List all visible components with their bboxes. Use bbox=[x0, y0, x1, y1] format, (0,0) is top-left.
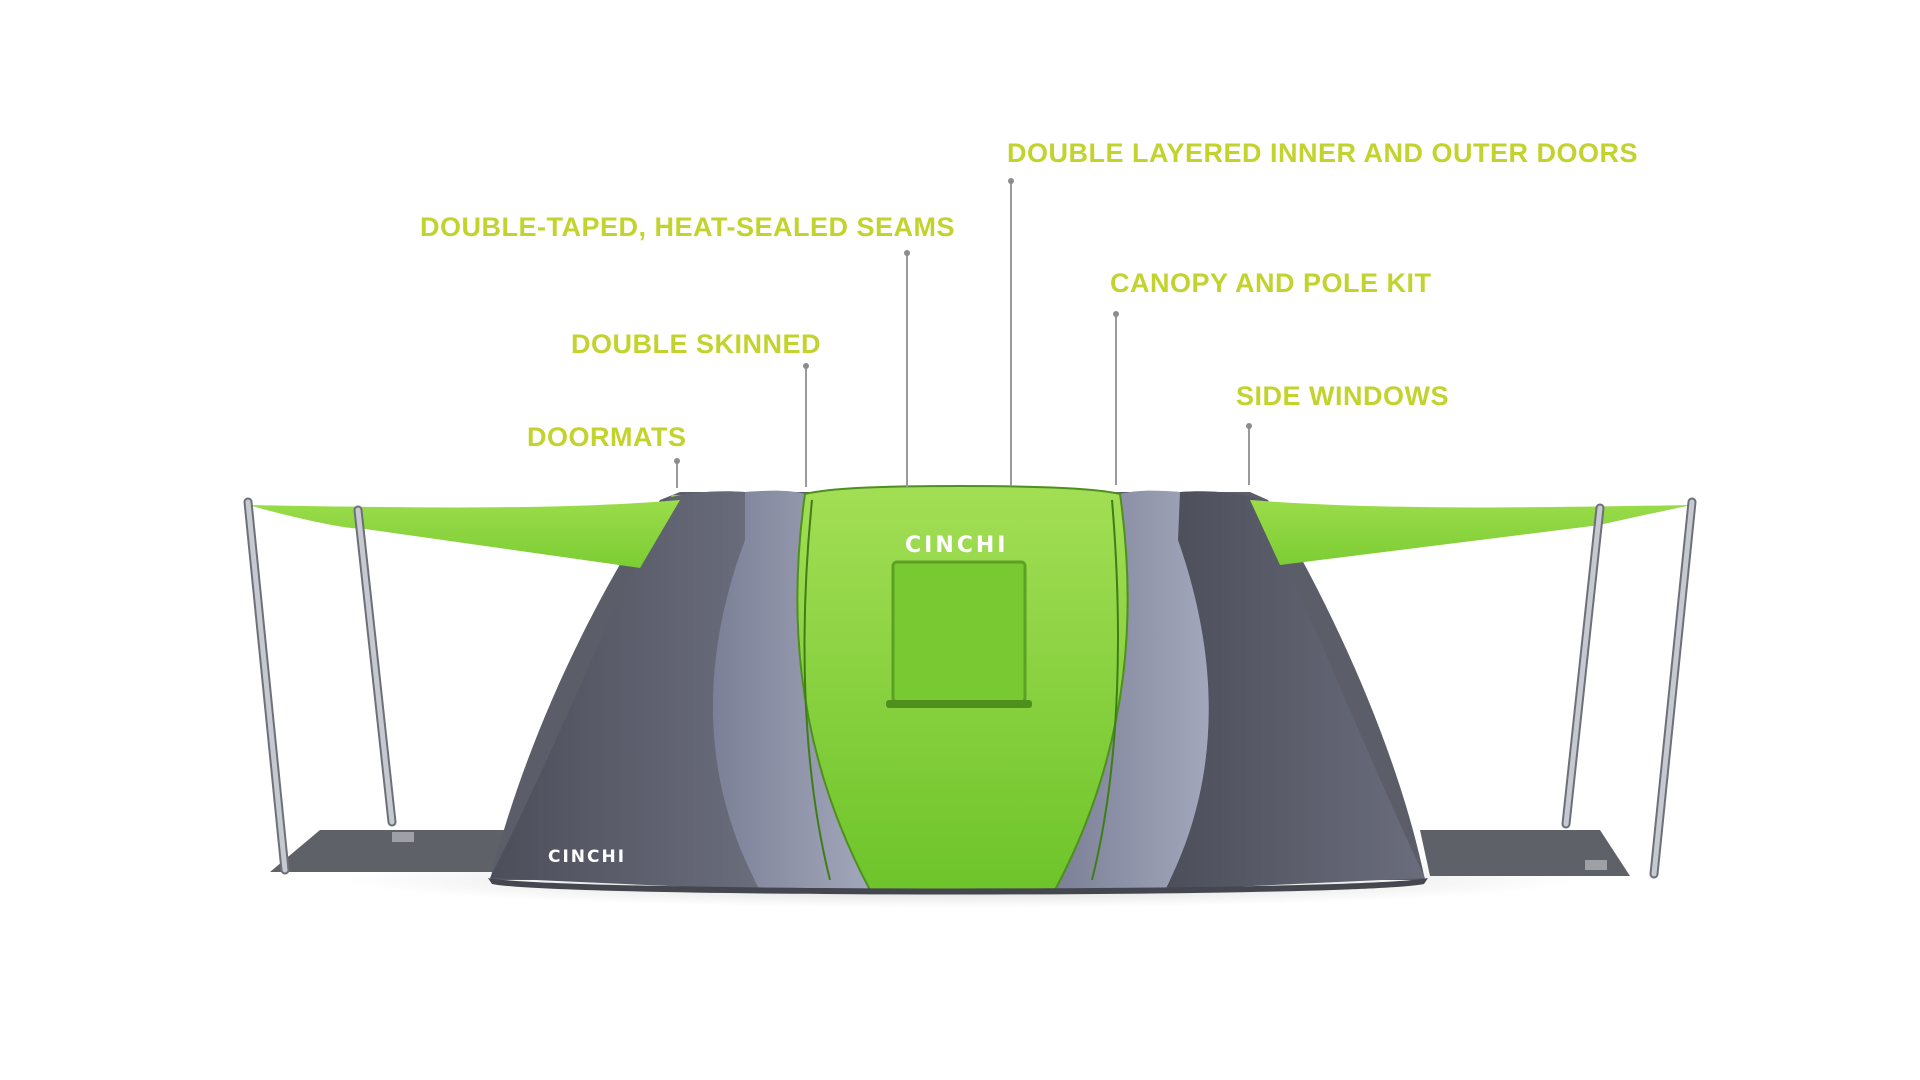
leader-dot-windows bbox=[1246, 423, 1252, 429]
doormat-left-tag bbox=[392, 832, 414, 842]
leader-windows bbox=[1248, 425, 1250, 485]
doormat-right-tag bbox=[1585, 860, 1607, 870]
tent-base bbox=[488, 878, 1428, 895]
callout-skinned: DOUBLE SKINNED bbox=[571, 329, 822, 359]
door-window-roll bbox=[886, 700, 1032, 708]
tent-right-panel bbox=[1055, 490, 1209, 890]
leader-skinned bbox=[805, 365, 807, 487]
tent-right-shell bbox=[1165, 491, 1425, 890]
callout-doors: DOUBLE LAYERED INNER AND OUTER DOORS bbox=[1007, 138, 1639, 168]
tent-logo-top: CINCHI bbox=[905, 533, 1009, 558]
leader-dot-seams bbox=[904, 250, 910, 256]
canopy-pole-kit bbox=[243, 497, 1697, 879]
doormat-right bbox=[1420, 830, 1630, 876]
callout-windows: SIDE WINDOWS bbox=[1236, 381, 1449, 411]
leader-dot-doors bbox=[1008, 178, 1014, 184]
leader-dot-canopy bbox=[1113, 311, 1119, 317]
canopy-left bbox=[248, 500, 680, 568]
callout-canopy: CANOPY AND POLE KIT bbox=[1110, 268, 1432, 298]
leader-dot-skinned bbox=[803, 363, 809, 369]
door-seam bbox=[803, 499, 831, 881]
callout-seams: DOUBLE-TAPED, HEAT-SEALED SEAMS bbox=[420, 212, 956, 242]
door-window bbox=[891, 560, 1027, 704]
canopy-right bbox=[1250, 500, 1692, 565]
tent-logo-side: CINCHI bbox=[548, 847, 626, 867]
tent-left-panel bbox=[712, 490, 870, 890]
leader-doormats bbox=[676, 460, 678, 488]
leader-doors bbox=[1010, 180, 1012, 486]
door-seam-right bbox=[1091, 499, 1119, 881]
tent-left-shell bbox=[490, 491, 760, 890]
callout-doormats: DOORMATS bbox=[527, 422, 687, 452]
leader-dot-doormats bbox=[674, 458, 680, 464]
leader-seams bbox=[906, 252, 908, 488]
doormat-left bbox=[270, 830, 515, 872]
leader-canopy bbox=[1115, 313, 1117, 485]
